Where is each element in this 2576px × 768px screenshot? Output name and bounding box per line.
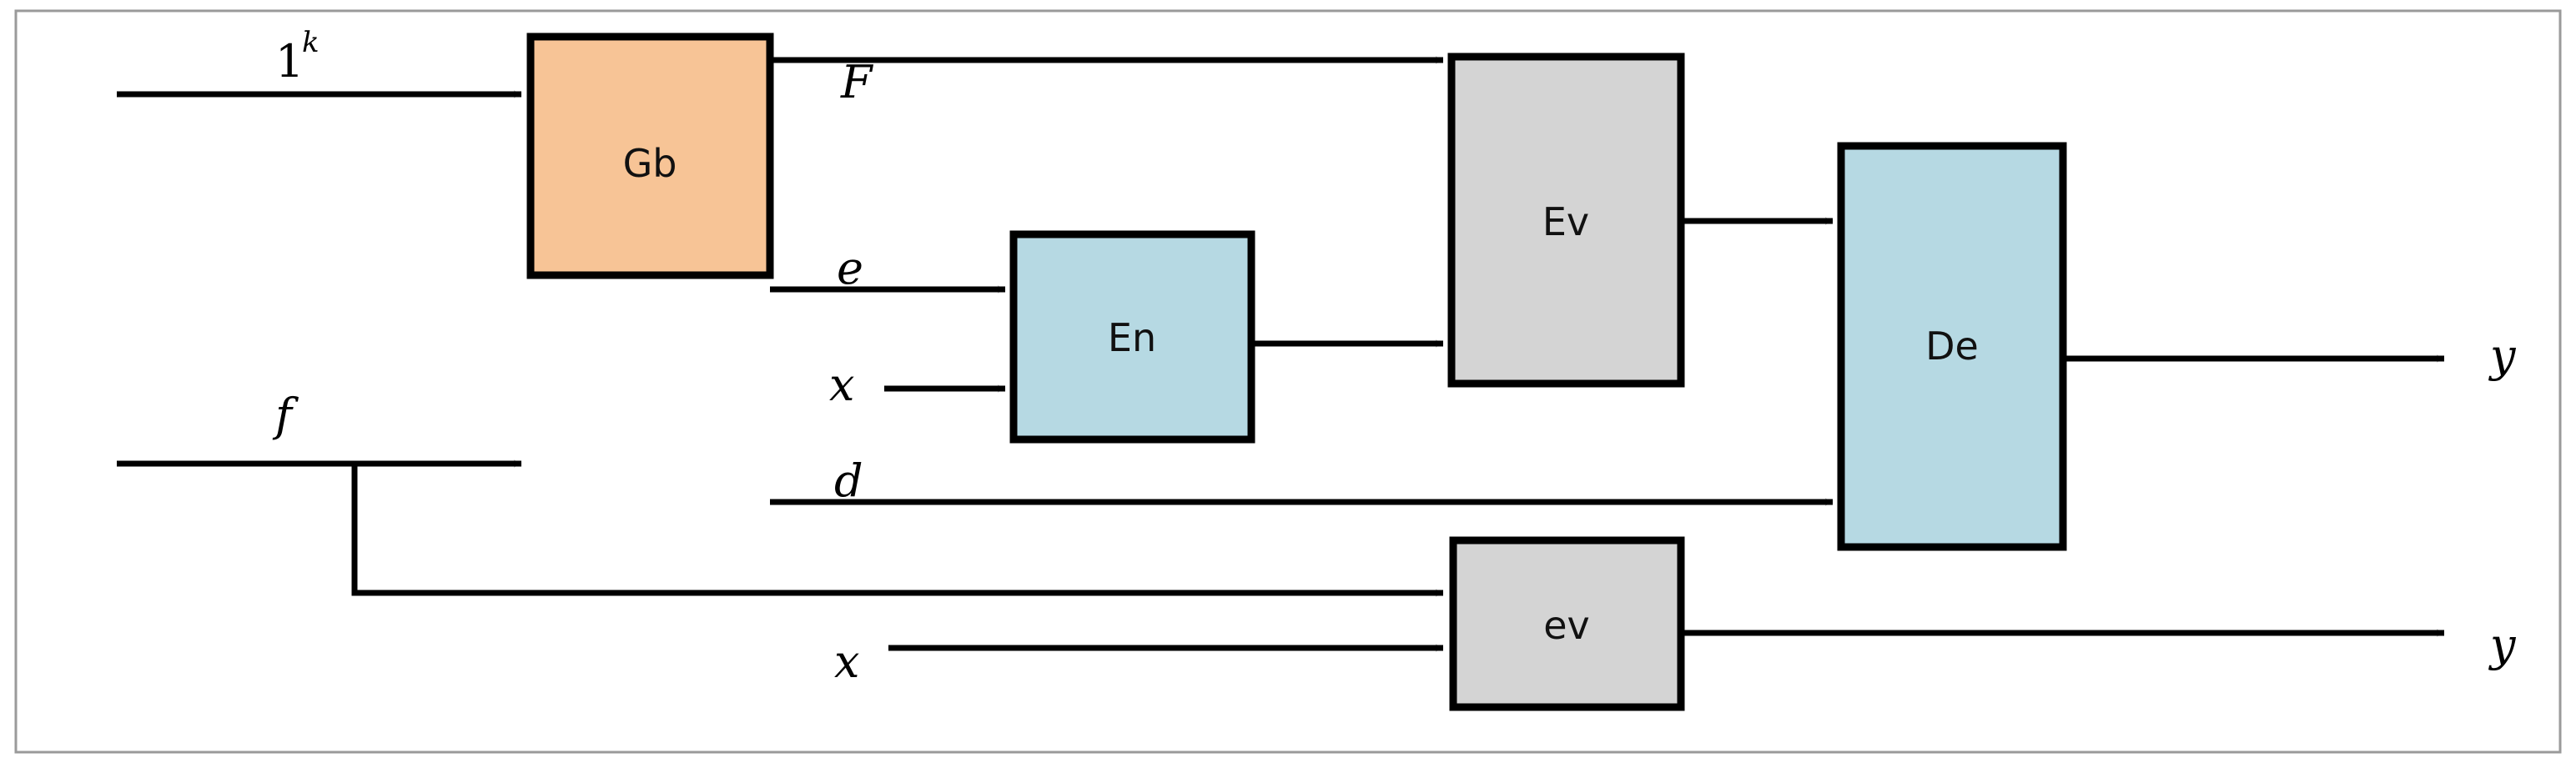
edge-label-y-upper: y (2488, 329, 2517, 382)
block-gb-rect[interactable] (526, 33, 774, 279)
edge-label-F: F (840, 56, 874, 108)
block-ev-lower[interactable]: ev (1449, 536, 1685, 711)
edge-label-x-lower: x (834, 635, 859, 688)
block-ev-rect[interactable] (1447, 53, 1685, 388)
block-en[interactable]: En (1009, 230, 1255, 444)
edge-label-y-lower: y (2488, 619, 2517, 671)
block-ev-label: Ev (1542, 199, 1589, 244)
edge-label-x-upper: x (829, 359, 854, 411)
block-ev-lower-rect[interactable] (1449, 536, 1685, 711)
edge-label-one-k-superscript: k (302, 26, 319, 59)
wire-f-branch-to-ev-lower (351, 464, 1444, 597)
outer-frame (14, 9, 2562, 754)
block-en-label: En (1108, 315, 1156, 360)
block-de-rect[interactable] (1837, 142, 2067, 551)
block-ev[interactable]: Ev (1447, 53, 1685, 388)
block-gb-label: Gb (623, 141, 677, 186)
block-en-rect[interactable] (1009, 230, 1255, 444)
edge-label-one-k: 1 k (275, 26, 319, 88)
edge-label-f: f (272, 389, 299, 441)
block-ev-lower-label: ev (1543, 603, 1590, 648)
edge-label-d: d (834, 454, 863, 507)
edge-label-one-k-base: 1 (275, 35, 304, 88)
block-de[interactable]: De (1837, 142, 2067, 551)
block-gb[interactable]: Gb (526, 33, 774, 279)
edge-label-e: e (837, 242, 863, 294)
block-de-label: De (1925, 324, 1979, 369)
